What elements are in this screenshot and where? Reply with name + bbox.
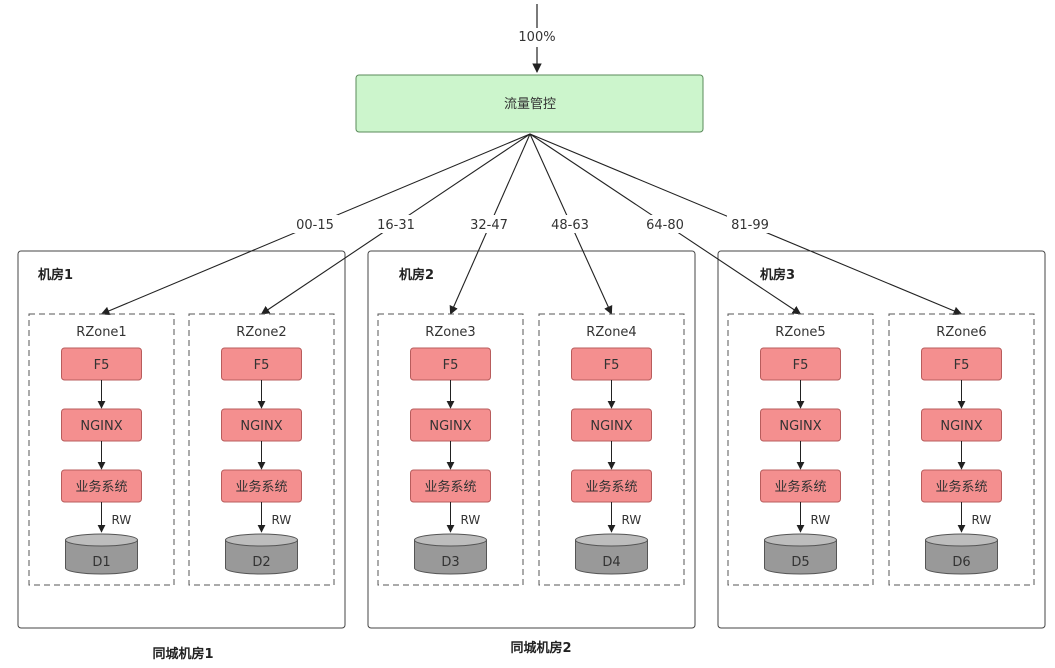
database-cylinder-top: [575, 533, 648, 547]
f5-box-label: F5: [793, 358, 809, 373]
route-range-label-5: 64-80: [646, 218, 684, 233]
database-cylinder-top: [414, 533, 487, 547]
machine-room-2: [367, 250, 696, 629]
rzone-border: [377, 313, 524, 586]
business-system-box-label: 业务系统: [424, 479, 476, 495]
database-cylinder-top: [225, 533, 298, 547]
machine-room-1: [17, 250, 346, 629]
campus-1-label: 同城机房1: [152, 646, 213, 662]
route-range-label-4: 48-63: [551, 218, 589, 233]
incoming-traffic-percent: 100%: [518, 30, 555, 45]
rzone-name: RZone2: [236, 325, 286, 340]
rw-label: RW: [112, 513, 132, 527]
database-cylinder: [764, 539, 837, 575]
f5-box-label: F5: [604, 358, 620, 373]
database-cylinder: [225, 539, 298, 575]
route-label-bg-4: [547, 215, 593, 233]
route-range-label-2: 16-31: [377, 218, 415, 233]
route-label-bg-1: [292, 215, 338, 233]
nginx-box-label: NGINX: [429, 419, 471, 434]
business-system-box-label: 业务系统: [935, 479, 987, 495]
database-cylinder: [925, 539, 998, 575]
database-cylinder: [575, 539, 648, 575]
database-cylinder: [65, 539, 138, 575]
database-cylinder: [414, 539, 487, 575]
route-label-bg-3: [466, 215, 512, 233]
business-system-box-label: 业务系统: [774, 479, 826, 495]
database-label: D5: [791, 555, 809, 570]
route-range-label-3: 32-47: [470, 218, 508, 233]
route-label-bg-6: [727, 215, 773, 233]
business-system-box-label: 业务系统: [235, 479, 287, 495]
database-label: D1: [92, 555, 110, 570]
rzone-name: RZone4: [586, 325, 636, 340]
machine-room-2-title: 机房2: [399, 267, 434, 283]
rzone-border: [888, 313, 1035, 586]
f5-box-label: F5: [254, 358, 270, 373]
nginx-box-label: NGINX: [240, 419, 282, 434]
rzone-name: RZone3: [425, 325, 475, 340]
campus-2-label: 同城机房2: [510, 640, 571, 656]
f5-box-label: F5: [94, 358, 110, 373]
rzone-border: [188, 313, 335, 586]
rw-label: RW: [972, 513, 992, 527]
rzone-border: [538, 313, 685, 586]
database-label: D3: [441, 555, 459, 570]
machine-room-3: [717, 250, 1046, 629]
database-cylinder-top: [65, 533, 138, 547]
rzone-border: [727, 313, 874, 586]
route-label-bg-2: [373, 215, 419, 233]
business-system-box-label: 业务系统: [75, 479, 127, 495]
route-range-label-1: 00-15: [296, 218, 334, 233]
traffic-controller-box: [355, 74, 704, 133]
nginx-box-label: NGINX: [590, 419, 632, 434]
f5-box-label: F5: [954, 358, 970, 373]
traffic-controller-label: 流量管控: [504, 97, 556, 112]
database-label: D6: [952, 555, 970, 570]
database-cylinder-top: [925, 533, 998, 547]
f5-box-label: F5: [443, 358, 459, 373]
routing-lines: 00-15 16-31 32-47 48-63 64-80 81-99: [100, 133, 963, 316]
rzone-name: RZone6: [936, 325, 986, 340]
nginx-box-label: NGINX: [779, 419, 821, 434]
rw-label: RW: [811, 513, 831, 527]
database-label: D2: [252, 555, 270, 570]
machine-room-3-title: 机房3: [760, 267, 795, 283]
database-cylinder-top: [764, 533, 837, 547]
rw-label: RW: [272, 513, 292, 527]
rzone-border: [28, 313, 175, 586]
nginx-box-label: NGINX: [940, 419, 982, 434]
route-label-bg-5: [642, 215, 688, 233]
rw-label: RW: [461, 513, 481, 527]
rzone-name: RZone1: [76, 325, 126, 340]
database-label: D4: [602, 555, 620, 570]
business-system-box-label: 业务系统: [585, 479, 637, 495]
nginx-box-label: NGINX: [80, 419, 122, 434]
machine-room-1-title: 机房1: [38, 267, 73, 283]
route-range-label-6: 81-99: [731, 218, 769, 233]
rzone-name: RZone5: [775, 325, 825, 340]
rw-label: RW: [622, 513, 642, 527]
